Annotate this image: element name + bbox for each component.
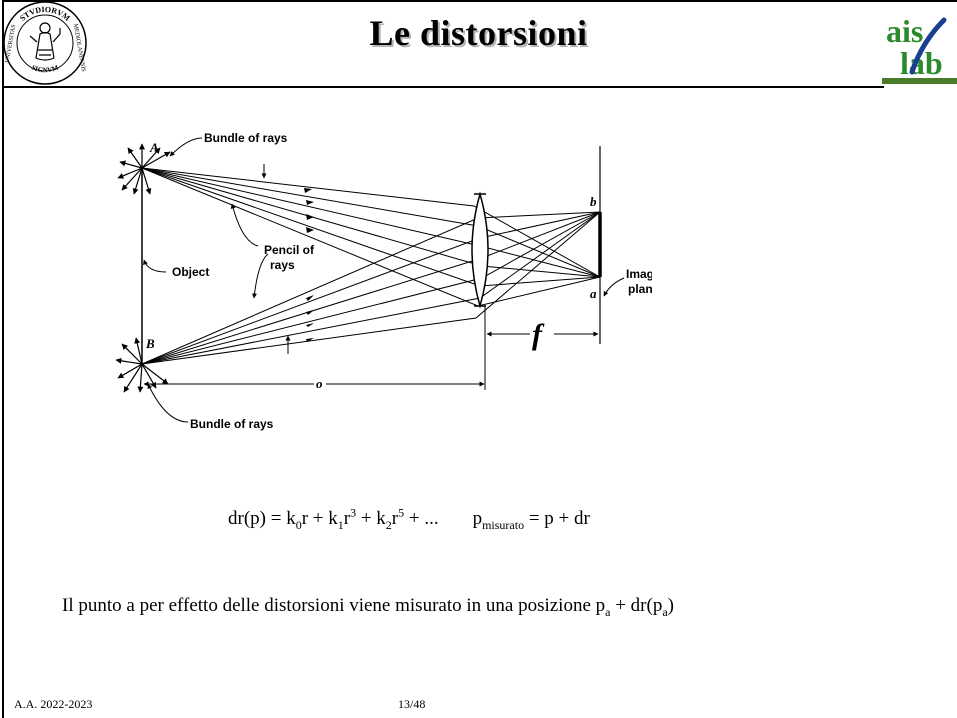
leader-pencil-mid1 xyxy=(230,203,259,247)
distortion-formula: dr(p) = k0r + k1r3 + k2r5 + ...pmisurato… xyxy=(228,505,590,532)
frame-left-border xyxy=(2,0,4,718)
label-object: Object xyxy=(172,265,209,279)
label-focal-f: f xyxy=(532,318,545,351)
sentence-mid: + dr(p xyxy=(610,595,663,616)
leader-object xyxy=(143,259,167,273)
sentence-end: ) xyxy=(667,595,674,616)
header-rule xyxy=(2,86,884,88)
formula-k2-sub: 2 xyxy=(385,517,392,532)
slide-title: Le distorsioni xyxy=(369,13,588,53)
label-point-A: A xyxy=(149,140,159,155)
footer-course-year: A.A. 2022-2023 xyxy=(14,697,93,711)
formula-p-rest: = p + dr xyxy=(524,508,590,529)
label-bundle-top: Bundle of rays xyxy=(204,131,288,145)
label-bundle-bottom: Bundle of rays xyxy=(190,417,274,431)
formula-term1: r + k xyxy=(301,508,338,529)
formula-p-main: p xyxy=(472,508,483,529)
bundle-a xyxy=(117,143,171,195)
formula-k0-sub: 0 xyxy=(295,517,302,532)
formula-term4: r xyxy=(391,508,399,529)
seal-bottom-text: SIGNVM xyxy=(30,63,60,74)
svg-text:SIGNVM: SIGNVM xyxy=(30,63,60,74)
leader-bundle-bottom xyxy=(147,383,189,423)
leader-pencil-mid2 xyxy=(252,253,269,299)
formula-k1-sub: 1 xyxy=(337,517,344,532)
formula-exp3: 3 xyxy=(350,505,357,520)
label-point-a: a xyxy=(590,286,597,301)
explanation-sentence: Il punto a per effetto delle distorsioni… xyxy=(62,595,674,619)
formula-term2: r xyxy=(343,508,351,529)
formula-exp5: 5 xyxy=(398,505,405,520)
logo-text-ais: ais xyxy=(886,13,923,49)
leader-image-plane xyxy=(603,277,625,297)
sentence-text: Il punto a per effetto delle distorsioni… xyxy=(62,595,606,616)
label-image-1: Image xyxy=(626,267,652,281)
label-image-2: plane xyxy=(628,282,652,296)
university-seal-icon: STVDIORVM SIGNVM MEDIOLANENSIS UNIVERSIT… xyxy=(3,1,87,85)
label-pencil-2: rays xyxy=(270,258,295,272)
frame-top-border xyxy=(2,0,957,2)
lens-distortion-diagram: Bundle of rays Pencil of rays Object Ima… xyxy=(115,131,652,431)
formula-p-sub: misurato xyxy=(482,517,525,532)
ray-direction-arrows xyxy=(304,188,314,342)
formula-term5: + ... xyxy=(404,508,439,529)
footer-page-number: 13/48 xyxy=(398,697,426,711)
pencil-rays-a xyxy=(141,167,601,307)
logo-bar xyxy=(882,78,957,84)
label-point-B: B xyxy=(145,336,155,351)
aislab-logo-icon: ais lab xyxy=(886,13,947,81)
label-point-b: b xyxy=(590,194,597,209)
formula-lhs: dr(p) = k xyxy=(228,508,296,529)
lens xyxy=(471,191,489,309)
sentence-sub2: a xyxy=(662,604,668,619)
sentence-sub1: a xyxy=(605,604,611,619)
formula-term3: + k xyxy=(356,508,386,529)
label-distance-o: o xyxy=(316,376,323,391)
label-pencil-1: Pencil of xyxy=(264,243,315,257)
leader-bundle-top xyxy=(169,137,203,157)
